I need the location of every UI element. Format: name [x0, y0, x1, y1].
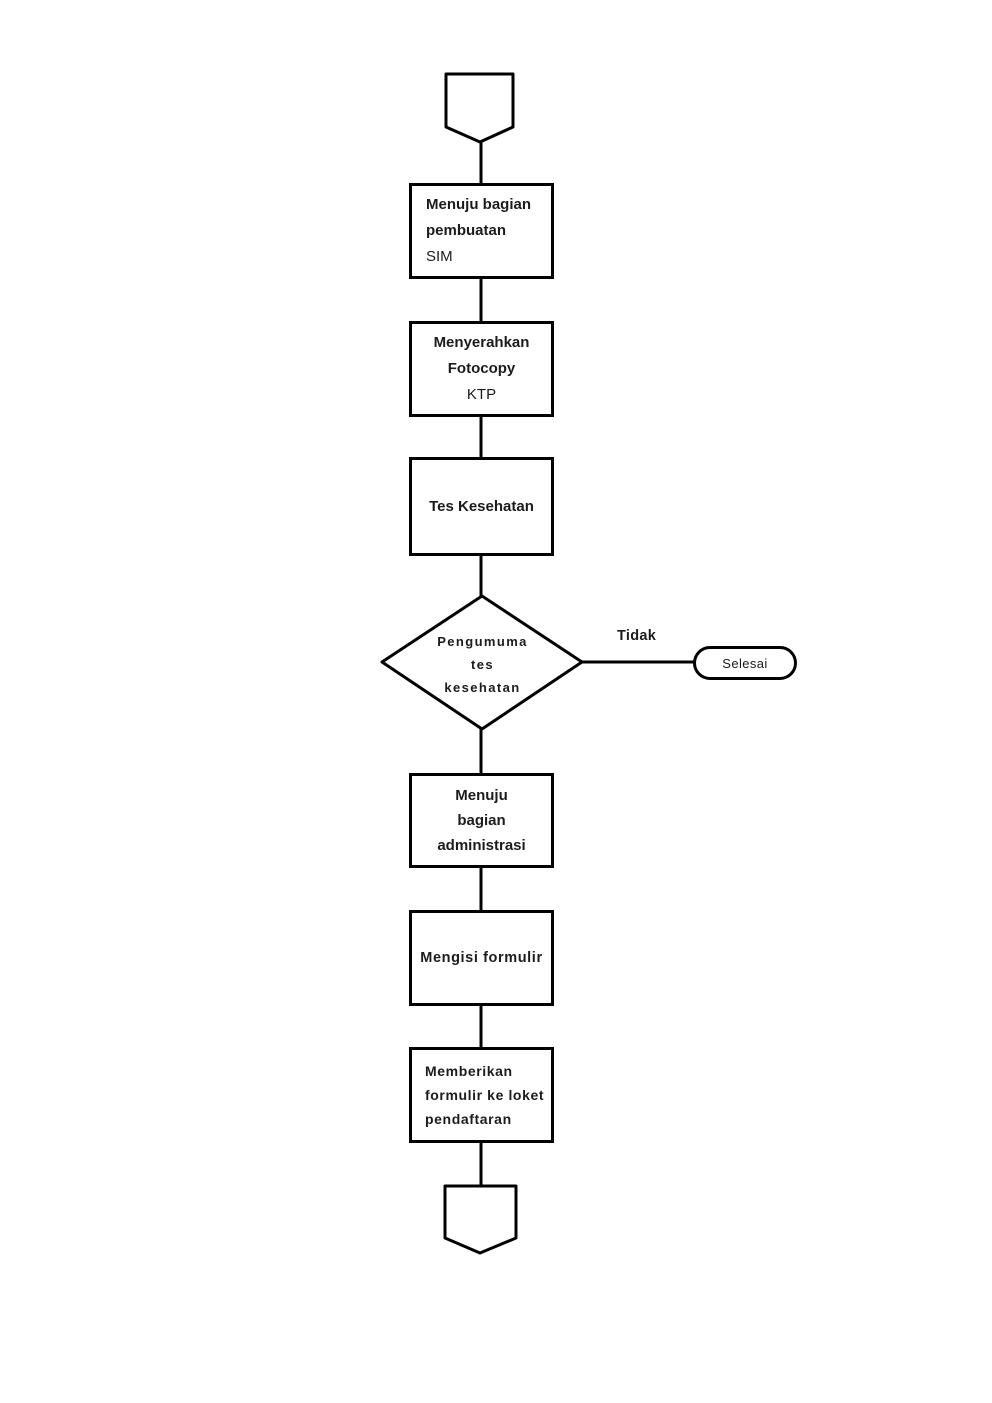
- decision-diamond: [380, 594, 584, 731]
- off-page-connector-bottom: [443, 1184, 518, 1255]
- process-line: Memberikan: [425, 1063, 513, 1079]
- decision-line: kesehatan: [444, 680, 521, 695]
- process-line: bagian: [457, 812, 506, 829]
- process-tes-kesehatan: Tes Kesehatan: [409, 457, 554, 556]
- process-line: SIM: [426, 248, 453, 265]
- process-menyerahkan-fotocopy-ktp: Menyerahkan Fotocopy KTP: [409, 321, 554, 417]
- process-mengisi-formulir: Mengisi formulir: [409, 910, 554, 1006]
- process-menuju-administrasi: Menuju bagian administrasi: [409, 773, 554, 868]
- decision-pengumuman-tes-kesehatan: Pengumuma tes kesehatan: [402, 630, 563, 697]
- decision-line: tes: [471, 657, 494, 672]
- process-line: pembuatan: [426, 222, 507, 239]
- terminator-selesai: Selesai: [693, 646, 797, 680]
- process-line: pendaftaran: [425, 1111, 512, 1127]
- process-line: administrasi: [437, 837, 526, 854]
- process-menuju-pembuatan-sim: Menuju bagian pembuatan SIM: [409, 183, 554, 279]
- process-line: Tes Kesehatan: [429, 497, 534, 515]
- process-line: formulir ke loket: [425, 1087, 545, 1103]
- process-line: Menuju: [455, 787, 508, 804]
- process-line: Menuju bagian: [426, 196, 531, 213]
- process-line: KTP: [466, 386, 497, 403]
- process-line: Fotocopy: [447, 360, 516, 377]
- edge-label-tidak: Tidak: [617, 628, 657, 644]
- decision-line: Pengumuma: [437, 634, 528, 649]
- process-memberikan-formulir-loket: Memberikan formulir ke loket pendaftaran: [409, 1047, 554, 1143]
- off-page-connector-top: [444, 72, 515, 144]
- terminator-label: Selesai: [722, 655, 768, 671]
- process-line: Mengisi formulir: [420, 950, 543, 966]
- process-line: Menyerahkan: [433, 334, 530, 351]
